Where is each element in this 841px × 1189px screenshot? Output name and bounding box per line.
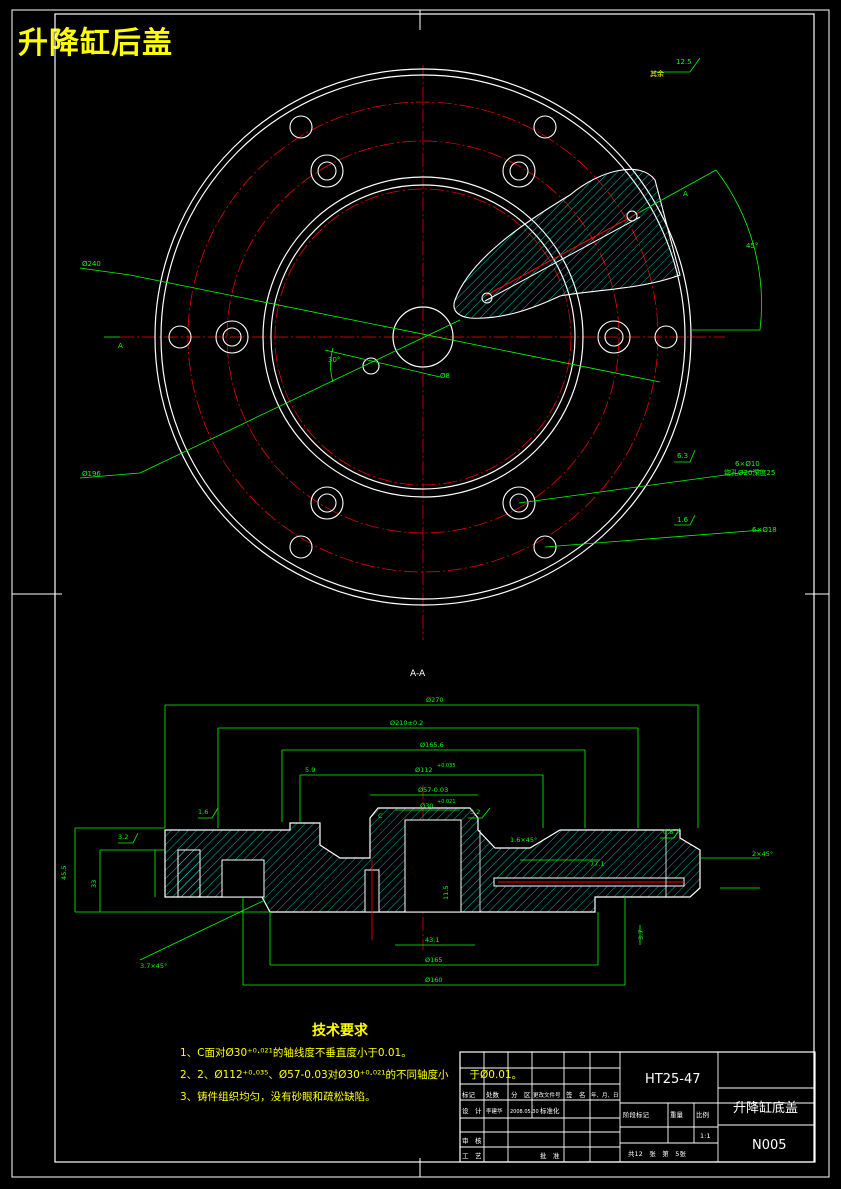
section-dimensions [74, 704, 760, 986]
sheet-frame [11, 9, 830, 1178]
dim-0-8: 0.8 [663, 828, 673, 836]
section-marker-left: A [118, 342, 123, 350]
drawing-title: 升降缸后盖 [18, 26, 173, 61]
tb-craft: 工 艺 [462, 1152, 482, 1160]
dim-c: C [378, 812, 383, 820]
dim-5-9: 5.9 [305, 766, 315, 774]
top-view-outline [154, 68, 692, 606]
section-labels: Ø270 Ø210±0.2 Ø165.6 Ø112 +0.035 Ø57-0.0… [60, 696, 773, 984]
section-marker-right: A [683, 190, 688, 198]
tech-requirements: 技术要求 1、C面对Ø30⁺⁰·⁰²¹的轴线度不垂直度小于0.01。 2、2、Ø… [180, 1020, 522, 1108]
dim-small-angle: 30° [328, 356, 340, 364]
dim-1-6: 1.6 [198, 808, 208, 816]
tb-r1-5: 年、月、日 [591, 1091, 619, 1099]
dim-3-7: 3.7 [637, 930, 645, 940]
dim-d30: Ø30 [420, 802, 433, 810]
dim-77-1: 77.1 [590, 860, 604, 868]
roughness-b: 1.6 [677, 516, 689, 524]
tb-scale-h: 比例 [696, 1110, 709, 1119]
dim-3-2: 3.2 [118, 833, 128, 841]
tb-r1-3: 更改文件号 [533, 1091, 561, 1099]
local-section-lobe [453, 168, 681, 319]
dim-d165b: Ø165 [425, 956, 443, 964]
holes-a-label2: 锪孔Ø20深度25 [724, 468, 775, 477]
dim-pcd: Ø196 [82, 470, 101, 478]
dim-45-5: 45.5 [60, 866, 68, 880]
dim-d210: Ø210±0.2 [390, 719, 423, 727]
tb-r1-2: 分 区 [511, 1090, 531, 1099]
dim-43-1: 43.1 [425, 936, 439, 944]
tb-r1-4: 签 名 [566, 1090, 586, 1099]
tb-r1-1: 处数 [486, 1090, 500, 1099]
tb-r2-2: 2008.05.30 [510, 1109, 539, 1115]
tb-r2-1: 李建华 [486, 1107, 503, 1115]
dim-d30-tol: +0.021 [437, 799, 456, 805]
counterbore-holes [215, 154, 631, 520]
tb-sheets: 共12 张 第 5张 [628, 1149, 686, 1158]
tb-r1-0: 标记 [462, 1090, 476, 1099]
dim-outer-dia: Ø240 [82, 260, 101, 268]
top-view: 其余 12.5 A A Ø240 Ø196 Ø8 30° 45° 6.3 6×Ø… [79, 57, 777, 640]
tb-part-name: 升降缸底盖 [733, 1100, 798, 1116]
dim-chamfer: 1.6×45° [510, 836, 537, 844]
title-block-text: 标记 处数 分 区 更改文件号 签 名 年、月、日 设 计 李建华 2008.0… [462, 1072, 798, 1160]
top-view-labels: 其余 12.5 A A Ø240 Ø196 Ø8 30° 45° 6.3 6×Ø… [82, 58, 777, 534]
dim-d57: Ø57-0.03 [418, 786, 448, 794]
through-holes [168, 115, 678, 559]
tb-material: HT25-47 [645, 1072, 701, 1087]
holes-b-label: 6×Ø18 [752, 526, 777, 534]
section-view: A-A [60, 669, 773, 986]
section-body [164, 807, 701, 940]
dim-2x45: 2×45° [752, 850, 773, 858]
tech-item-3: 3、铸件组织均匀，没有砂眼和疏松缺陷。 [180, 1091, 376, 1103]
dim-big-angle: 45° [746, 242, 758, 250]
tb-r2-3: 标准化 [540, 1106, 560, 1115]
dim-d165: Ø165.6 [420, 741, 444, 749]
tb-scale: 1:1 [700, 1132, 710, 1140]
dim-3-2b: 3.2 [470, 808, 480, 816]
tech-item-1: 1、C面对Ø30⁺⁰·⁰²¹的轴线度不垂直度小于0.01。 [180, 1047, 412, 1059]
title-block [459, 1051, 816, 1163]
tb-check: 审 核 [462, 1136, 482, 1145]
dim-33: 33 [90, 880, 98, 888]
dim-3-7x45: 3.7×45° [140, 962, 167, 970]
tech-item-2: 2、2、Ø112⁺⁰·⁰³⁵、Ø57-0.03对Ø30⁺⁰·⁰²¹的不同轴度小 … [180, 1069, 523, 1081]
tb-weight: 重量 [670, 1111, 684, 1119]
tb-r2-0: 设 计 [462, 1106, 482, 1115]
holes-a-label1: 6×Ø10 [735, 460, 760, 468]
dim-d112-tol: +0.035 [437, 763, 456, 769]
top-view-dimensions [79, 57, 763, 548]
top-view-centerlines [120, 65, 725, 640]
dim-d160: Ø160 [425, 976, 443, 984]
tb-stage: 阶段标记 [623, 1110, 650, 1119]
section-title: A-A [410, 669, 426, 679]
dim-d112: Ø112 [415, 766, 433, 774]
dim-11-5: 11.5 [442, 886, 450, 900]
roughness-a: 6.3 [677, 452, 688, 460]
roughness-other-value: 12.5 [676, 58, 692, 66]
tb-drawing-no: N005 [752, 1138, 787, 1153]
tb-approve: 批 准 [540, 1151, 560, 1160]
dim-center: Ø8 [440, 372, 450, 380]
tech-heading: 技术要求 [312, 1023, 368, 1039]
roughness-other-label: 其余 [650, 69, 664, 78]
dim-d270: Ø270 [426, 696, 444, 704]
